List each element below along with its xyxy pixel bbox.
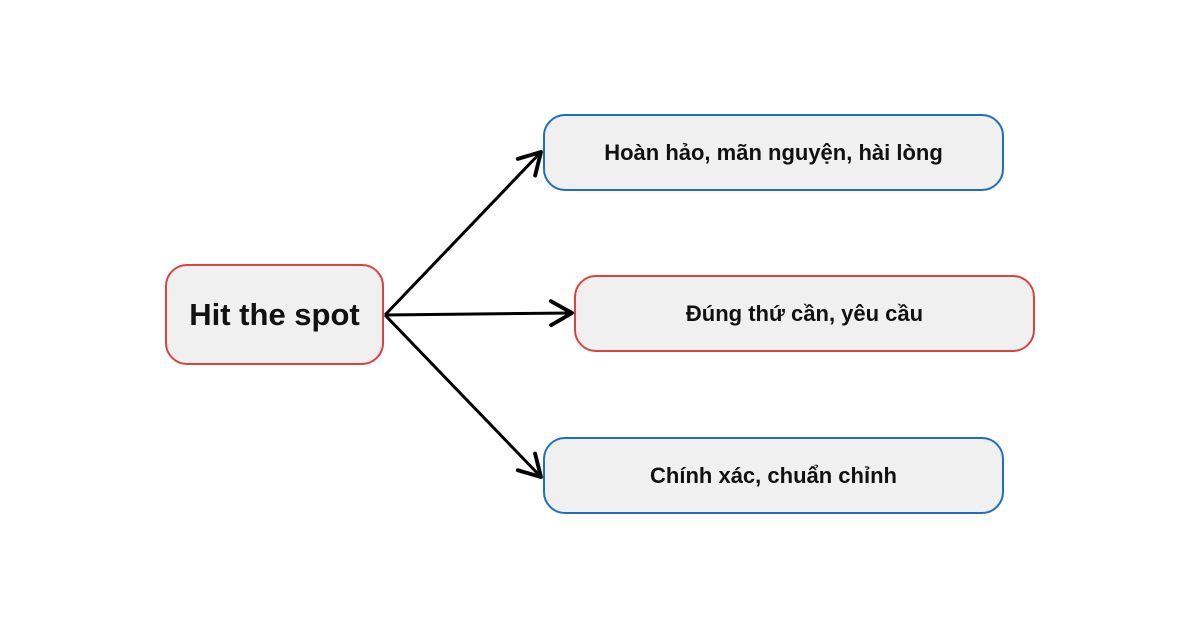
root-node: Hit the spot: [165, 264, 384, 365]
branch-node-3: Chính xác, chuẩn chỉnh: [543, 437, 1004, 514]
branch-label-1: Hoàn hảo, mãn nguyện, hài lòng: [604, 139, 943, 165]
root-label: Hit the spot: [189, 296, 360, 332]
arrow-to-branch-3: [383, 313, 543, 479]
branch-node-2: Đúng thứ cần, yêu cầu: [574, 275, 1035, 352]
arrow-to-branch-2: [384, 299, 574, 328]
branch-label-2: Đúng thứ cần, yêu cầu: [685, 300, 924, 326]
branch-label-3: Chính xác, chuẩn chỉnh: [650, 462, 897, 488]
branch-node-1: Hoàn hảo, mãn nguyện, hài lòng: [543, 114, 1004, 191]
arrow-to-branch-1: [383, 150, 543, 317]
